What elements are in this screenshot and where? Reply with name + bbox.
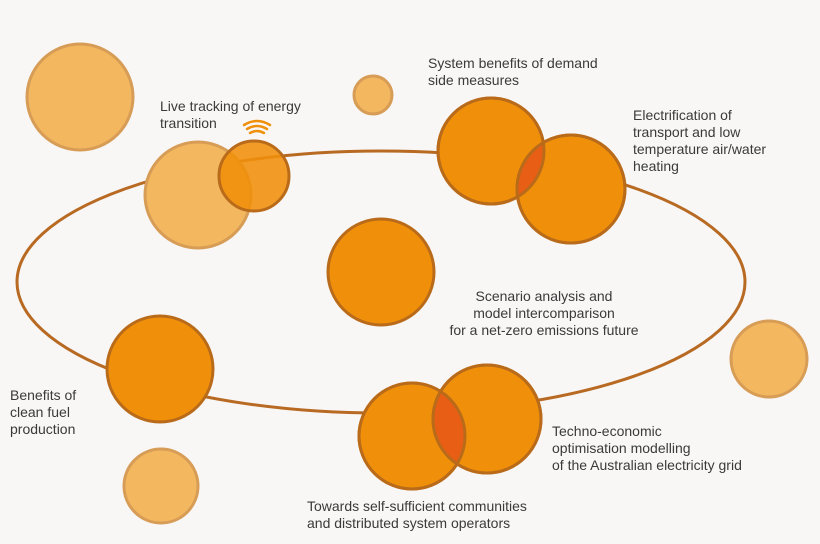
scenario-circle	[326, 217, 436, 327]
label-electrification: Electrification of transport and low tem…	[633, 107, 767, 174]
techno-economic-outline	[431, 363, 543, 475]
live-tracking-circle	[217, 139, 291, 213]
label-live-tracking: Live tracking of energy transition	[160, 98, 301, 131]
wifi-signal-icon	[242, 119, 272, 135]
system-benefits-outline	[436, 96, 546, 206]
label-techno-economic: Techno-economic optimisation modelling o…	[552, 423, 742, 473]
label-clean-fuel: Benefits of clean fuel production	[10, 387, 77, 437]
decor-circle-bottom-left	[122, 447, 200, 525]
electrification-outline	[515, 133, 627, 245]
decor-circle-right	[729, 319, 809, 399]
decor-circle-small-top	[352, 74, 394, 116]
label-scenario: Scenario analysis and model intercompari…	[449, 288, 639, 338]
decor-circle-top-left	[25, 42, 135, 152]
self-sufficient-outline	[357, 381, 467, 491]
clean-fuel-circle	[105, 314, 215, 424]
label-system-benefits: System benefits of demand side measures	[428, 55, 598, 88]
label-self-sufficient: Towards self-sufficient communities and …	[307, 498, 527, 531]
